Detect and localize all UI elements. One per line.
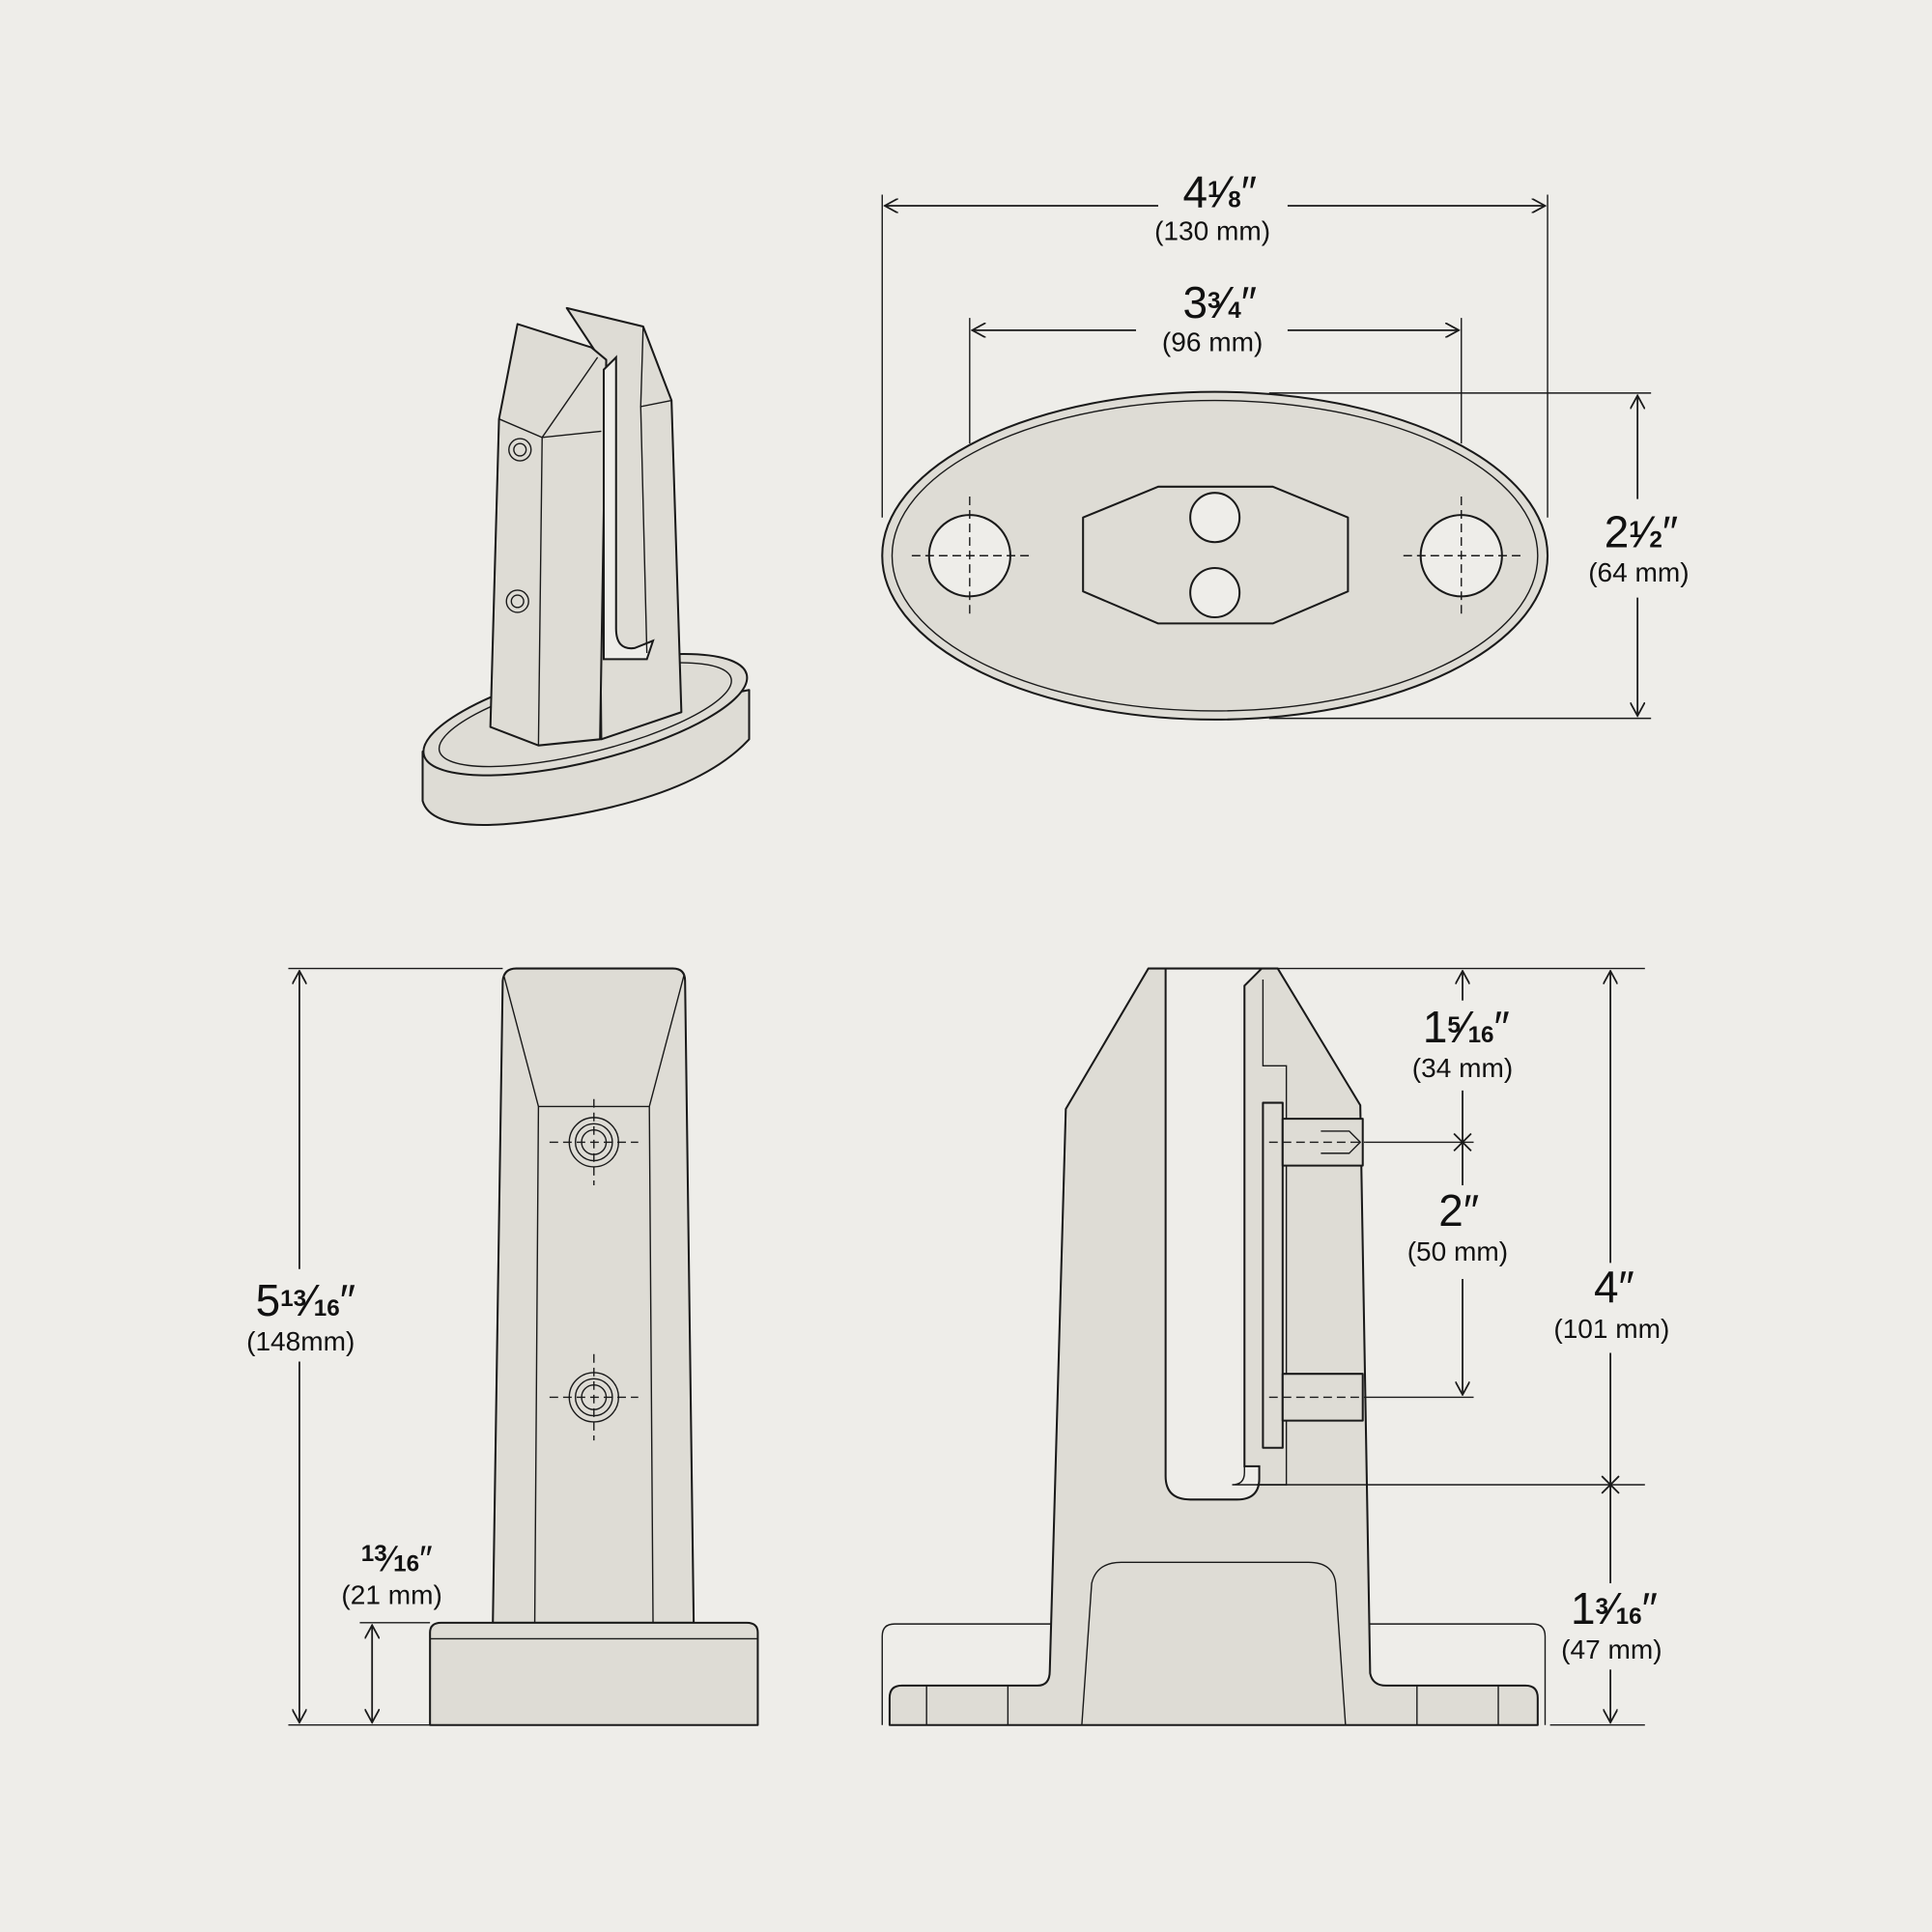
clamp-height-label: 4″ [1594,1262,1634,1312]
overall-height-label: 513⁄16″ [256,1275,355,1325]
screw-icon [549,1098,639,1441]
base-thickness-mm: (21 mm) [341,1580,441,1610]
base-height-mm: (47 mm) [1561,1634,1662,1664]
overall-height-mm: (148mm) [246,1326,355,1356]
isometric-view [421,306,751,826]
clamp-height-mm: (101 mm) [1553,1314,1669,1344]
screw-icon [508,438,532,462]
side-view [881,967,1645,1726]
front-view [288,967,759,1726]
overall-length-mm: (130 mm) [1154,216,1270,246]
top-to-screw-mm: (34 mm) [1412,1053,1513,1083]
base-width-mm: (64 mm) [1588,557,1689,587]
hole-spacing-mm: (96 mm) [1162,327,1263,357]
top-to-screw-label: 15⁄16″ [1423,1002,1510,1052]
screw-spacing-mm: (50 mm) [1407,1236,1508,1266]
dimension-labels: 41⁄8″ (130 mm) 33⁄4″ (96 mm) 21⁄2″ (64 m… [246,166,1690,1664]
screw-spacing-label: 2″ [1438,1185,1479,1236]
screw-icon [505,589,529,613]
base-width-label: 21⁄2″ [1605,506,1678,556]
hole-spacing-label: 33⁄4″ [1183,277,1257,327]
plan-view [882,195,1652,721]
overall-length-label: 41⁄8″ [1183,166,1257,216]
base-height-label: 13⁄16″ [1571,1583,1658,1634]
